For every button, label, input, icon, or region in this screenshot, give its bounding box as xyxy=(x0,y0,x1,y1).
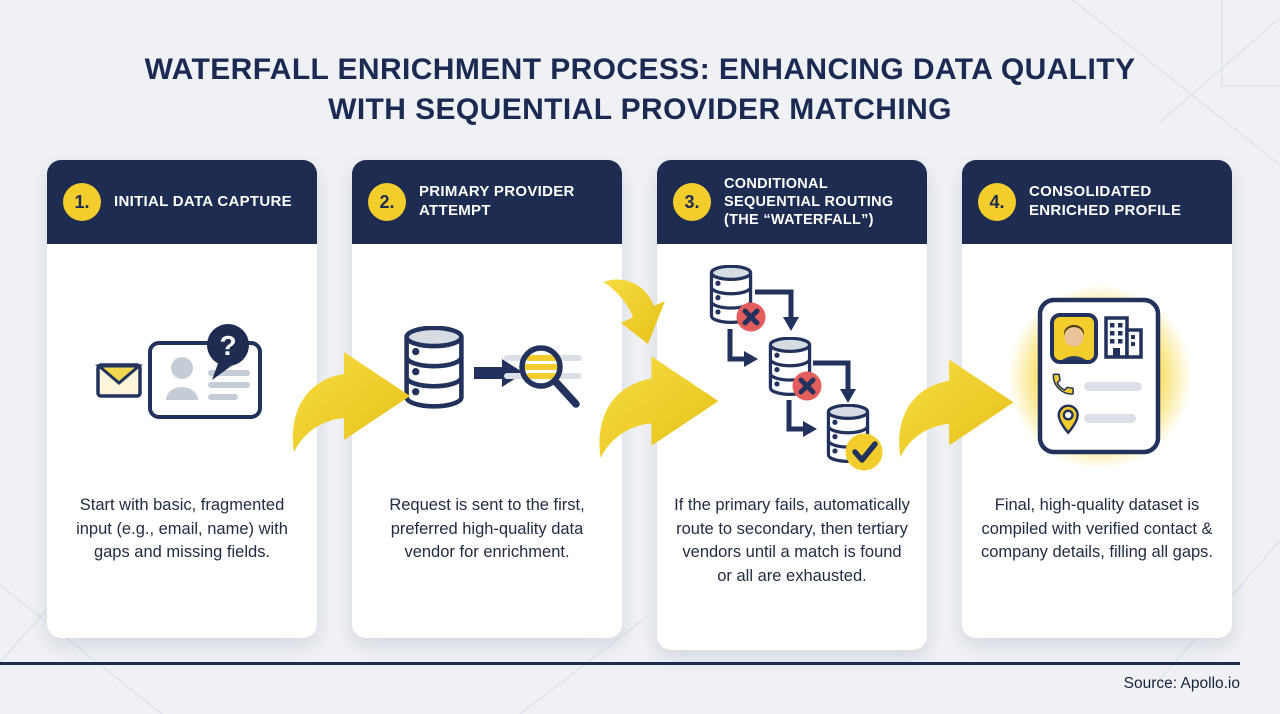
flow-arrow-3 xyxy=(899,359,1014,458)
svg-text:?: ? xyxy=(219,330,236,361)
step-2-title: PRIMARY PROVIDER ATTEMPT xyxy=(419,183,575,219)
step-4-header: 4. CONSOLIDATED ENRICHED PROFILE xyxy=(962,160,1232,244)
source-attribution: Source: Apollo.io xyxy=(1123,675,1240,692)
database-icon xyxy=(407,328,462,407)
provider-attempt-illustration xyxy=(382,324,582,454)
question-bubble-icon: ? xyxy=(207,324,249,380)
fail-x-icon xyxy=(792,371,822,401)
location-pin-icon xyxy=(1057,404,1079,435)
title-line-2: WITH SEQUENTIAL PROVIDER MATCHING xyxy=(328,92,952,126)
avatar-photo-icon xyxy=(1050,313,1098,364)
step-1-header: 1. INITIAL DATA CAPTURE xyxy=(47,160,317,244)
step-4-illustration xyxy=(962,244,1232,494)
step-card-3: 3. CONDITIONAL SEQUENTIAL ROUTING (THE “… xyxy=(657,160,927,650)
step-3-illustration xyxy=(657,244,927,494)
step-4-number-badge: 4. xyxy=(978,183,1016,221)
step-1-description: Start with basic, fragmented input (e.g.… xyxy=(76,496,288,562)
step-1-illustration: ? xyxy=(47,244,317,494)
envelope-icon xyxy=(94,363,144,398)
building-icon xyxy=(1104,316,1143,359)
contact-line xyxy=(1084,414,1136,423)
step-3-number-badge: 3. xyxy=(673,183,711,221)
fail-x-icon xyxy=(736,302,766,332)
right-arrow-icon xyxy=(474,359,524,387)
success-check-icon xyxy=(845,433,883,471)
title-line-1: WATERFALL ENRICHMENT PROCESS: ENHANCING … xyxy=(144,53,1136,86)
step-4-description: Final, high-quality dataset is compiled … xyxy=(980,496,1214,562)
flow-arrow-2-small xyxy=(603,279,665,344)
flow-arrow-2 xyxy=(599,356,719,458)
phone-icon xyxy=(1052,373,1074,395)
step-card-4: 4. CONSOLIDATED ENRICHED PROFILE xyxy=(962,160,1232,638)
step-4-title: CONSOLIDATED ENRICHED PROFILE xyxy=(1029,183,1182,219)
step-2-number-badge: 2. xyxy=(368,183,406,221)
footer-divider xyxy=(0,662,1240,665)
step-2-header: 2. PRIMARY PROVIDER ATTEMPT xyxy=(352,160,622,244)
magnifier-icon xyxy=(504,345,582,408)
step-2-illustration xyxy=(352,244,622,494)
step-1-number-badge: 1. xyxy=(63,183,101,221)
contact-line xyxy=(1084,382,1142,391)
step-3-title: CONDITIONAL SEQUENTIAL ROUTING (THE “WAT… xyxy=(724,175,894,229)
step-2-description: Request is sent to the first, preferred … xyxy=(389,496,585,562)
step-3-description: If the primary fails, automatically rout… xyxy=(674,496,910,585)
initial-data-capture-illustration: ? xyxy=(94,324,262,419)
flow-arrow-1 xyxy=(292,352,410,452)
routing-arrows xyxy=(727,289,851,432)
step-card-1: 1. INITIAL DATA CAPTURE xyxy=(47,160,317,638)
routing-arrowheads xyxy=(744,317,856,437)
step-1-title: INITIAL DATA CAPTURE xyxy=(114,192,292,210)
page-title: WATERFALL ENRICHMENT PROCESS: ENHANCING … xyxy=(0,50,1280,130)
waterfall-routing-illustration xyxy=(709,265,883,471)
enriched-profile-illustration xyxy=(1008,285,1192,469)
step-3-header: 3. CONDITIONAL SEQUENTIAL ROUTING (THE “… xyxy=(657,160,927,244)
